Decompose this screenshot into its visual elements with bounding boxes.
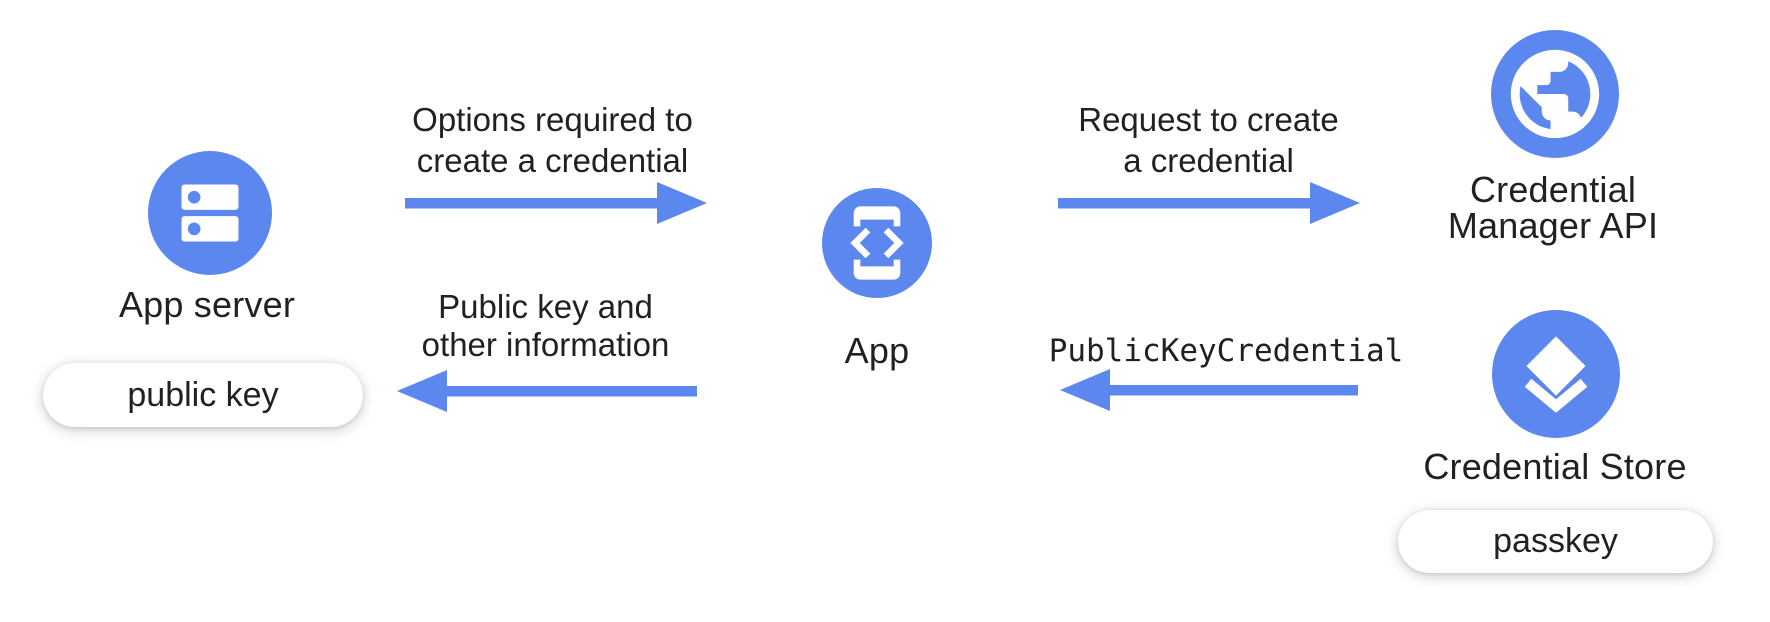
passkey-pill-label: passkey <box>1493 522 1618 560</box>
layers-icon <box>1508 326 1604 422</box>
public-key-credential-arrow-left <box>1060 369 1358 411</box>
globe-icon <box>1502 41 1608 147</box>
request-flow-label: Request to create a credential <box>1078 101 1339 179</box>
public-key-pill-label: public key <box>127 375 279 414</box>
app-server-label: App server <box>118 284 296 325</box>
credential-manager-node <box>1491 30 1619 158</box>
options-arrow-right <box>405 182 707 224</box>
credential-store-node <box>1492 310 1620 438</box>
public-key-info-arrow-left <box>397 370 697 412</box>
credential-store-label: Credential Store <box>1423 446 1687 487</box>
request-arrow-right <box>1058 182 1360 224</box>
options-flow-label: Options required to create a credential <box>412 101 693 179</box>
passkey-pill: passkey <box>1398 510 1713 573</box>
server-icon <box>172 175 248 251</box>
public-key-info-label: Public key and other information <box>421 288 670 363</box>
app-node <box>822 188 932 298</box>
public-key-credential-label: PublicKeyCredential <box>1048 333 1404 369</box>
app-server-node <box>148 151 272 275</box>
app-label: App <box>844 330 910 371</box>
public-key-pill: public key <box>43 363 363 427</box>
credential-manager-label: Credential Manager API <box>1447 169 1659 246</box>
phone-code-icon <box>837 203 917 283</box>
